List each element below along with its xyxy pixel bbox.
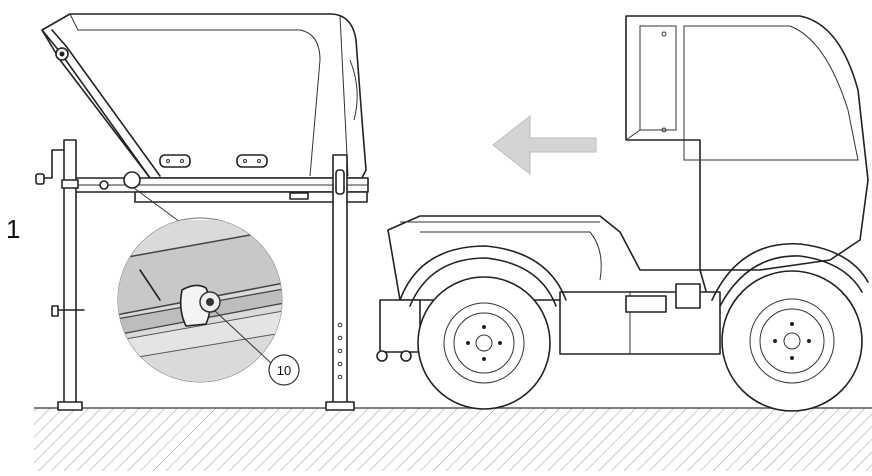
detached-hopper [41,13,369,203]
direction-arrow [492,114,597,176]
step-number: 1 [6,214,21,244]
support-leg-right [325,154,355,411]
tractor-rear-wheel [721,270,863,412]
support-leg-left [35,139,85,411]
detail-zoom: 10 [117,187,300,386]
callout-circle [268,354,300,386]
tractor-front-wheel [417,276,551,410]
callout-label: 10 [277,363,291,378]
ground [34,407,872,471]
tractor [376,15,869,362]
